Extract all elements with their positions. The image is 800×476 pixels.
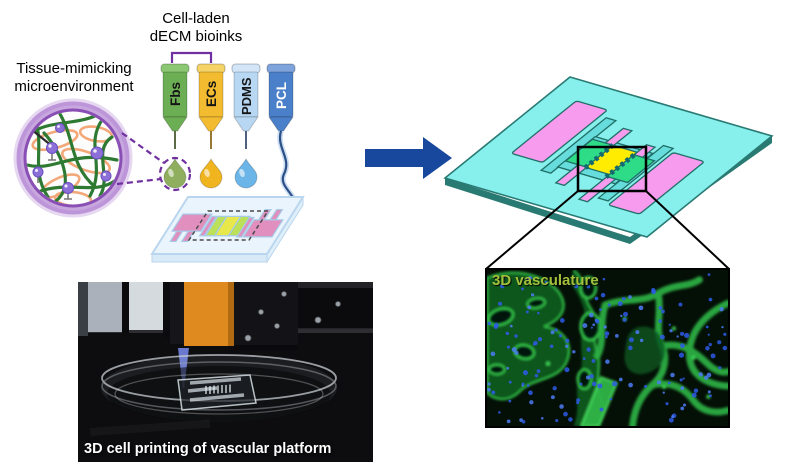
printer-head: [234, 282, 298, 345]
bioink-droplets: [163, 157, 258, 189]
small-chip-illustration: [152, 197, 303, 262]
printer-panel-white: [129, 282, 163, 330]
callout-line-right: [645, 190, 730, 270]
vascular-chip-illustration: [445, 77, 772, 269]
bioink-bracket: [170, 51, 213, 63]
syringe-taper: [162, 116, 188, 132]
printer-photo: 3D cell printing of vascular platform: [78, 282, 373, 462]
cell-nuclei-dots: [487, 273, 728, 424]
print-region-dashed-outline: [187, 210, 270, 241]
dashed-link-lines: [116, 132, 192, 192]
growth-factor-spheres: [32, 123, 112, 200]
syringe-pcl: PCL: [266, 63, 297, 205]
syringe-label-pdms: PDMS: [239, 77, 254, 115]
printer-panel-silver: [88, 282, 122, 332]
zoom-box: [576, 145, 648, 193]
callout-line-left: [485, 190, 579, 270]
pcl-filament-icon: [278, 130, 296, 205]
screws: [244, 291, 341, 342]
vasculature-image: 3D vasculature: [485, 268, 730, 428]
bioink-title-line1: Cell-laden: [162, 10, 230, 27]
syringe-fbs: Fbs: [160, 63, 190, 149]
medium-channel-right: [607, 155, 654, 183]
chip-front-face: [151, 253, 268, 263]
bioink-title-line2: dECM bioinks: [149, 27, 243, 45]
vasculature-label: 3D vasculature: [492, 272, 599, 289]
vasculature-art: [487, 270, 728, 426]
syringe-ecs: ECs: [196, 63, 226, 149]
syringe-label-ecs: ECs: [204, 81, 219, 107]
syringe-taper: [198, 116, 224, 132]
printer-arm: [298, 288, 373, 328]
printer-panel-orange: [184, 282, 234, 346]
syringe-label-fbs: Fbs: [168, 82, 183, 106]
reservoir-left: [511, 101, 607, 163]
droplet-ecs: [199, 157, 223, 189]
droplet-fbs: [163, 157, 187, 189]
droplet-pdms: [234, 157, 258, 189]
tissue-label: Tissue-mimicking microenvironment: [0, 60, 148, 95]
tissue-label-line1: Tissue-mimicking: [16, 60, 132, 77]
syringe-label-pcl: PCL: [274, 82, 289, 109]
printer-photo-art: [78, 282, 373, 462]
printer-caption: 3D cell printing of vascular platform: [84, 441, 332, 457]
tissue-circle-illustration: [13, 98, 192, 218]
flow-arrow-icon: [365, 137, 452, 179]
printed-platform: [177, 374, 257, 411]
syringe-pdms: PDMS: [231, 63, 261, 149]
syringe-taper: [233, 116, 259, 132]
glow-ring-inner: [16, 101, 130, 215]
syringe-taper: [268, 116, 294, 132]
reservoir-right: [608, 153, 704, 215]
tissue-label-line2: microenvironment: [14, 77, 134, 95]
bioink-title: Cell-laden dECM bioinks: [126, 10, 266, 45]
